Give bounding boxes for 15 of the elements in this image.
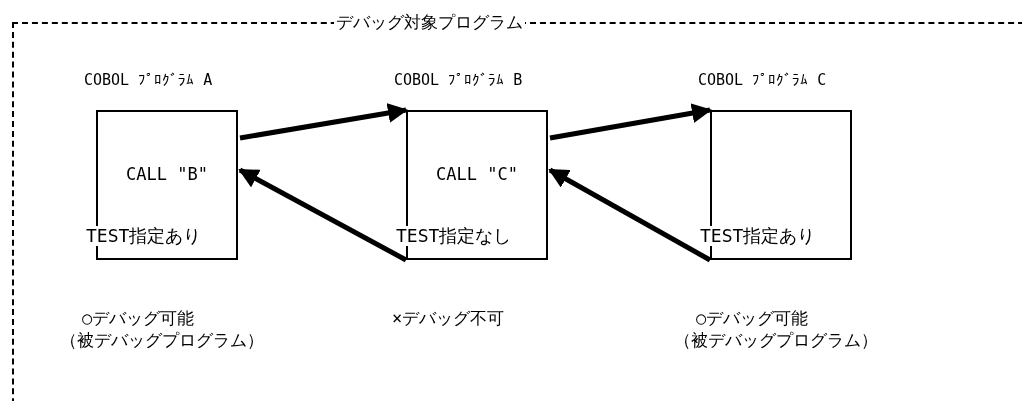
arrow xyxy=(239,103,408,141)
program-heading: COBOL ﾌﾟﾛｸﾞﾗﾑ A xyxy=(84,70,213,90)
arrow xyxy=(238,167,408,263)
arrow xyxy=(548,167,712,263)
status-note: ○デバッグ可能 xyxy=(696,308,810,328)
program-heading: COBOL ﾌﾟﾛｸﾞﾗﾑ C xyxy=(698,70,827,90)
status-note: ×デバッグ不可 xyxy=(392,308,506,328)
status-note: （被デバッグプログラム） xyxy=(60,330,265,350)
frame-title: デバッグ対象プログラム xyxy=(334,12,525,32)
call-statement: CALL "B" xyxy=(125,164,209,184)
arrow xyxy=(549,103,712,141)
program-heading: COBOL ﾌﾟﾛｸﾞﾗﾑ B xyxy=(394,70,523,90)
call-statement: CALL "C" xyxy=(435,164,519,184)
status-note: ○デバッグ可能 xyxy=(82,308,196,328)
status-note: （被デバッグプログラム） xyxy=(674,330,879,350)
